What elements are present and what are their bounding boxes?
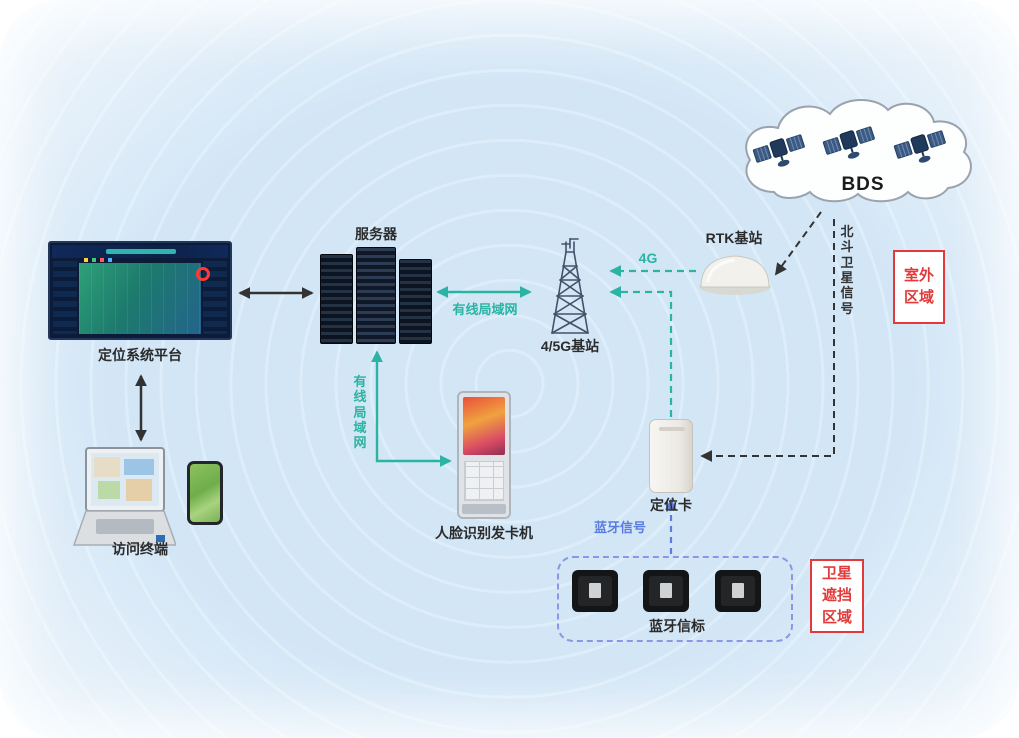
- kiosk-screen: [463, 397, 505, 455]
- bluetooth-beacon-icon: [572, 570, 618, 612]
- outdoor-area-label: 室外区域: [904, 267, 935, 306]
- outdoor-area-box: 室外区域: [893, 250, 945, 324]
- platform-label: 定位系统平台: [98, 347, 182, 363]
- positioning-card-label: 定位卡: [650, 497, 692, 513]
- beacon-label: 蓝牙信标: [649, 618, 705, 634]
- bluetooth-beacon-icon: [715, 570, 761, 612]
- bluetooth-beacon-icon: [643, 570, 689, 612]
- beidou-signal-label: 北斗卫星信号: [840, 224, 854, 316]
- rtk-dome-icon: [699, 255, 771, 295]
- base-station-label: 4/5G基站: [540, 338, 600, 354]
- laptop-icon: [72, 447, 176, 546]
- blocked-area-box: 卫星遮挡区域: [810, 559, 864, 633]
- cell-tower-icon: [551, 238, 589, 334]
- bds-cloud-shape: [745, 98, 972, 203]
- phone-icon: [187, 461, 223, 525]
- platform-screen-map: [79, 263, 201, 334]
- server-rack: [399, 259, 432, 344]
- platform-screen-left-panel: [53, 261, 77, 334]
- 4g-link-label: 4G: [638, 250, 658, 266]
- rtk-station-label: RTK基站: [705, 230, 763, 246]
- kiosk-label: 人脸识别发卡机: [435, 525, 533, 541]
- server-rack: [320, 254, 353, 344]
- positioning-card-icon: [649, 419, 693, 493]
- satellite-icon: [893, 130, 946, 163]
- blocked-area-label: 卫星遮挡区域: [822, 565, 853, 626]
- platform-monitor: [48, 241, 232, 340]
- beacon-tag: [589, 583, 601, 598]
- kiosk-icon: [457, 391, 511, 519]
- beacon-group-box: 蓝牙信标: [557, 556, 793, 642]
- wired-lan-label: 有线局域网: [452, 302, 518, 317]
- beacon-tag: [732, 583, 744, 598]
- kiosk-base: [462, 504, 506, 514]
- bluetooth-signal-label: 蓝牙信号: [593, 520, 646, 535]
- bds-label: BDS: [841, 174, 885, 195]
- server-rack: [356, 247, 396, 344]
- phone-screen: [190, 464, 220, 522]
- wired-lan-vertical-label: 有线局域网: [353, 374, 367, 451]
- platform-screen-title-bar: [106, 249, 176, 254]
- satellite-icon: [822, 126, 875, 159]
- positioning-card-slot: [659, 427, 685, 431]
- kiosk-card-slots: [464, 461, 504, 501]
- alert-ring-icon: [196, 267, 210, 281]
- satellite-icon: [752, 134, 805, 167]
- beacon-tag: [660, 583, 672, 598]
- server-label: 服务器: [355, 226, 397, 242]
- access-terminal-label: 访问终端: [112, 541, 168, 557]
- server-racks: [320, 247, 432, 344]
- platform-screen-widgets: [84, 258, 88, 262]
